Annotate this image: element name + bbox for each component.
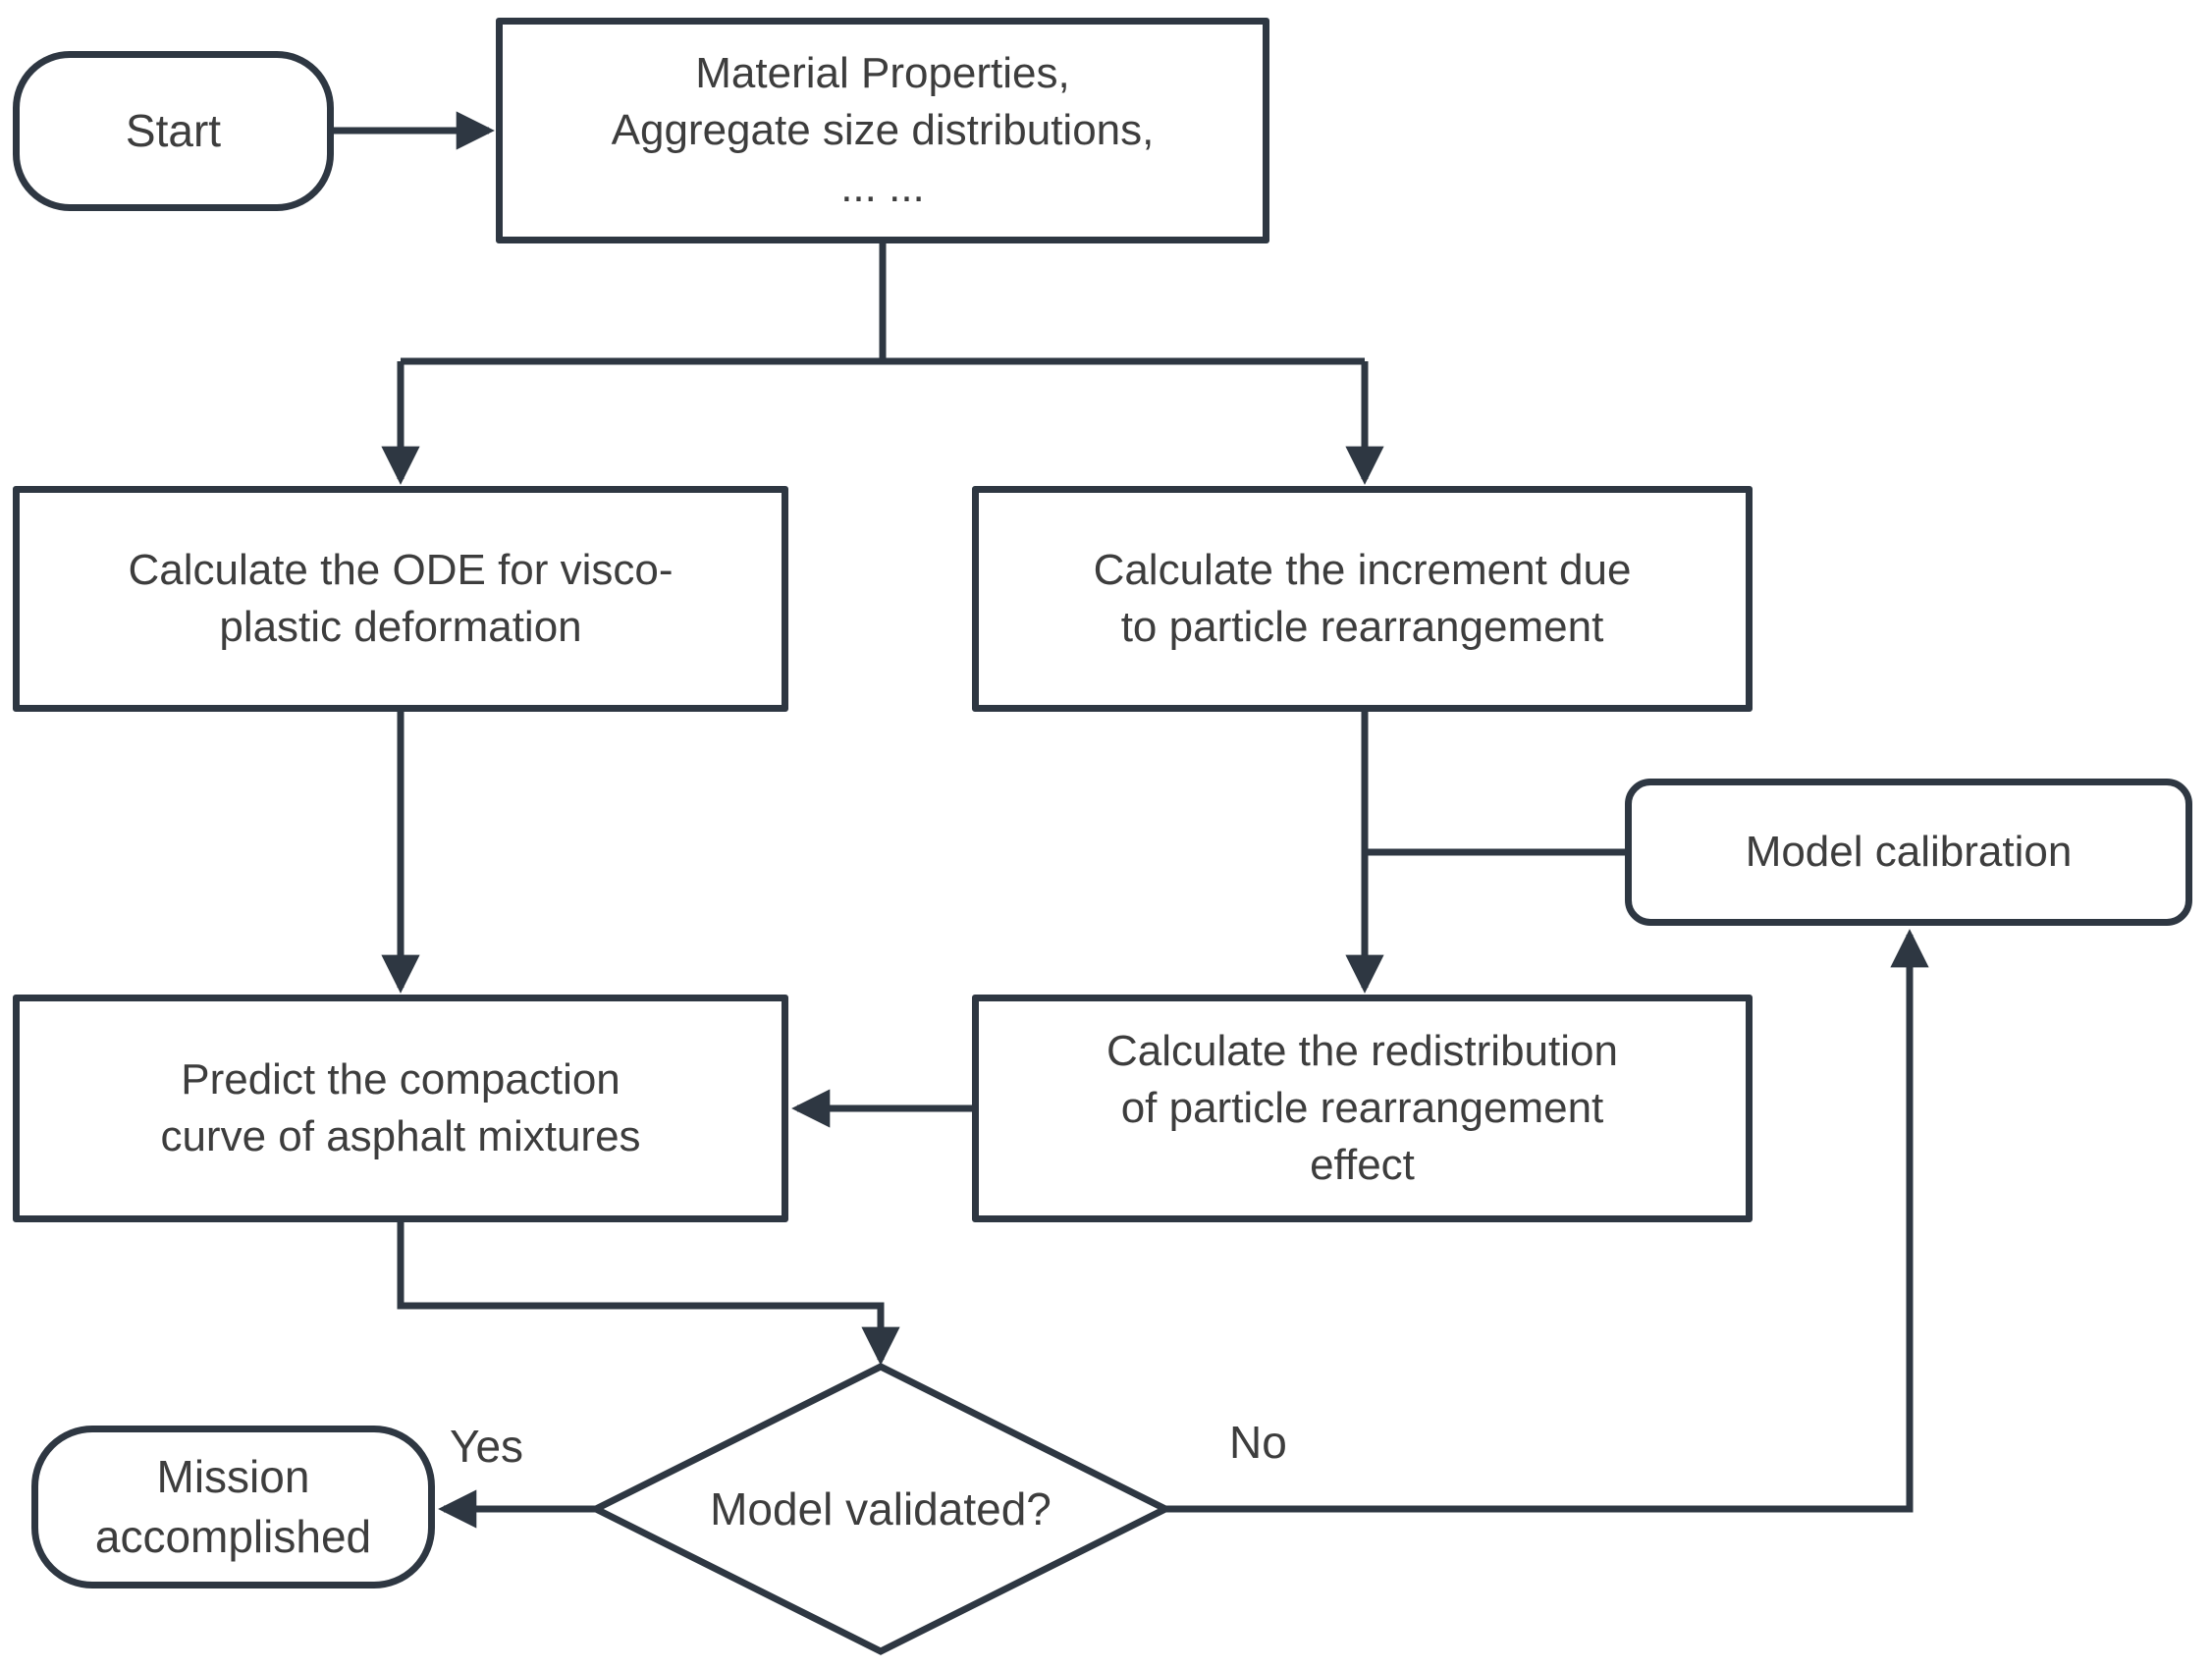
predict-label: Predict the compaction curve of asphalt … [160, 1054, 641, 1160]
inputs-node: Material Properties, Aggregate size dist… [496, 18, 1269, 243]
decision-diamond [588, 1363, 1173, 1655]
mission-label: Mission accomplished [94, 1451, 372, 1562]
no-edge-label: No [1229, 1417, 1287, 1468]
increment-label: Calculate the increment due to particle … [1093, 545, 1632, 651]
predict-node: Predict the compaction curve of asphalt … [13, 995, 788, 1222]
edge-predict-to-decision [397, 1222, 900, 1366]
decision-node: Model validated? [635, 1463, 1126, 1555]
ode-label: Calculate the ODE for visco- plastic def… [128, 545, 674, 651]
decision-label: Model validated? [710, 1483, 1052, 1534]
start-label: Start [125, 105, 222, 157]
redistribution-node: Calculate the redistribution of particle… [972, 995, 1753, 1222]
mission-node: Mission accomplished [31, 1426, 435, 1588]
edge-decision-to-calibration [1165, 929, 1929, 1513]
increment-node: Calculate the increment due to particle … [972, 486, 1753, 712]
edge-inputs-trunk [401, 243, 1365, 365]
yes-edge-label: Yes [450, 1421, 524, 1472]
inputs-label: Material Properties, Aggregate size dist… [611, 48, 1155, 212]
ode-node: Calculate the ODE for visco- plastic def… [13, 486, 788, 712]
calibration-label: Model calibration [1745, 827, 2073, 876]
calibration-node: Model calibration [1625, 779, 2192, 926]
redistribution-label: Calculate the redistribution of particle… [1106, 1026, 1618, 1190]
start-node: Start [13, 51, 334, 211]
